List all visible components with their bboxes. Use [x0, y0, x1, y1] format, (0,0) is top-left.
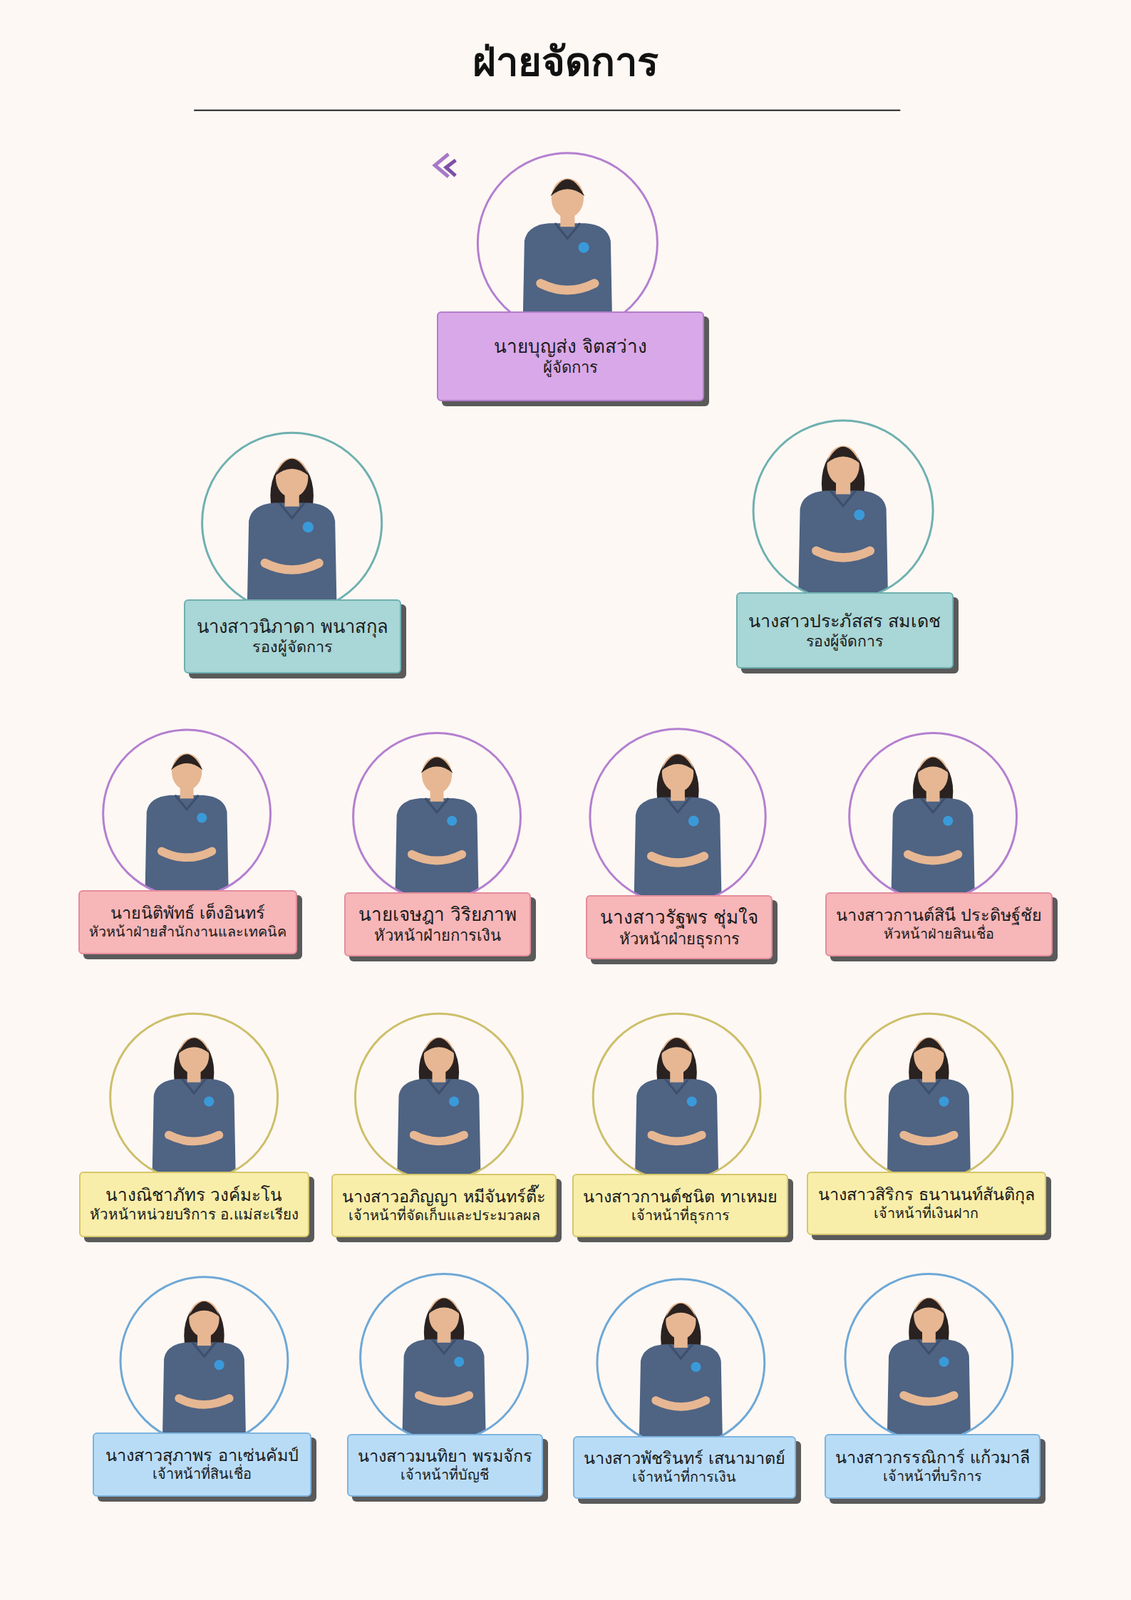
position-title: หัวหน้าฝ่ายธุรการ — [619, 929, 740, 950]
person-label-box: นางสาวรัฐพร ชุ่มใจหัวหน้าฝ่ายธุรการ — [585, 895, 773, 960]
person-name: นายนิติพัทธ์ เต็งอินทร์ — [110, 902, 266, 924]
position-title: รองผู้จัดการ — [806, 632, 883, 652]
position-title: เจ้าหน้าที่การเงิน — [632, 1468, 737, 1487]
position-title: เจ้าหน้าที่ธุรการ — [631, 1207, 730, 1226]
title-rule — [193, 109, 901, 112]
person-name: นางณิชาภัทร วงค์มะโน — [105, 1184, 283, 1206]
chart-title: ฝ่ายจัดการ — [0, 29, 1131, 94]
person-label-box: นางสาวมนทิยา พรมจักรเจ้าหน้าที่บัญชี — [347, 1433, 543, 1496]
person-name: นางสาวนิภาดา พนาสกุล — [196, 615, 389, 639]
person-name: นายเจษฎา วิริยภาพ — [358, 902, 517, 927]
position-title: เจ้าหน้าที่บริการ — [882, 1468, 983, 1486]
portrait-photo — [202, 432, 382, 613]
person-label-box: นางสาวกรรณิการ์ แก้วมาลีเจ้าหน้าที่บริกา… — [824, 1433, 1041, 1499]
portrait-photo — [849, 732, 1017, 901]
person-label-box: นางสาวกานต์ชนิต ทาเหมยเจ้าหน้าที่ธุรการ — [572, 1173, 788, 1238]
person-name: นางสาวกานต์สินี ประดิษฐ์ชัย — [835, 905, 1042, 926]
position-title: เจ้าหน้าที่เงินฝาก — [873, 1205, 979, 1223]
portrait-photo — [753, 420, 933, 601]
person-label-box: นางสาวนิภาดา พนาสกุลรองผู้จัดการ — [183, 599, 402, 675]
position-title: เจ้าหน้าที่สินเชื่อ — [152, 1465, 252, 1484]
position-title: หัวหน้าฝ่ายการเงิน — [374, 925, 502, 946]
portrait-photo — [360, 1274, 529, 1442]
person-name: นางสาวประภัสสร สมเดช — [748, 610, 941, 633]
portrait-photo — [845, 1013, 1013, 1181]
person-name: นางสาวกรรณิการ์ แก้วมาลี — [835, 1447, 1030, 1469]
person-label-box: นายนิติพัทธ์ เต็งอินทร์หัวหน้าฝ่ายสำนักง… — [78, 890, 298, 955]
chevron-icon — [434, 155, 454, 177]
person-label-box: นางสาวพัชรินทร์ เสนามาตย์เจ้าหน้าที่การเ… — [572, 1436, 797, 1499]
position-title: หัวหน้าฝ่ายสำนักงานและเทคนิค — [89, 923, 287, 942]
person-label-box: นางสาวสิริกร ธนานนท์สันติกุลเจ้าหน้าที่เ… — [806, 1171, 1047, 1236]
person-name: นางสาวกานต์ชนิต ทาเหมย — [582, 1186, 777, 1208]
portrait-photo — [597, 1279, 765, 1447]
person-name: นางสาวอภิญญา หมีจันทร์ตี๊ะ — [342, 1186, 546, 1208]
person-name: นางสาวสุภาพร อาเซ่นคัมป์ — [105, 1445, 298, 1466]
person-label-box: นายบุญส่ง จิตสว่างผู้จัดการ — [436, 311, 705, 402]
person-label-box: นางสาวอภิญญา หมีจันทร์ตี๊ะเจ้าหน้าที่จัด… — [331, 1173, 556, 1238]
person-label-box: นางสาวประภัสสร สมเดชรองผู้จัดการ — [736, 592, 954, 669]
person-name: นางสาวรัฐพร ชุ่มใจ — [600, 905, 759, 930]
person-name: นางสาวพัชรินทร์ เสนามาตย์ — [583, 1448, 786, 1469]
person-label-box: นางณิชาภัทร วงค์มะโนหัวหน้าหน่วยบริการ อ… — [79, 1171, 310, 1238]
portrait-photo — [120, 1277, 288, 1445]
portrait-photo — [110, 1013, 278, 1181]
person-name: นางสาวมนทิยา พรมจักร — [357, 1445, 532, 1467]
person-name: นายบุญส่ง จิตสว่าง — [493, 334, 648, 359]
portrait-photo — [590, 729, 766, 905]
position-title: เจ้าหน้าที่บัญชี — [400, 1466, 489, 1485]
portrait-photo — [477, 153, 658, 333]
person-name: นางสาวสิริกร ธนานนท์สันติกุล — [818, 1184, 1035, 1206]
portrait-photo — [592, 1013, 761, 1181]
person-label-box: นางสาวสุภาพร อาเซ่นคัมป์เจ้าหน้าที่สินเช… — [92, 1432, 312, 1497]
portrait-photo — [103, 729, 271, 898]
portrait-photo — [845, 1274, 1013, 1442]
position-title: หัวหน้าหน่วยบริการ อ.แม่สะเรียง — [89, 1205, 299, 1225]
position-title: ผู้จัดการ — [543, 357, 598, 378]
portrait-photo — [353, 732, 521, 901]
position-title: เจ้าหน้าที่จัดเก็บและประมวลผล — [348, 1207, 541, 1226]
position-title: รองผู้จัดการ — [252, 637, 333, 658]
portrait-photo — [354, 1013, 523, 1181]
position-title: หัวหน้าฝ่ายสินเชื่อ — [883, 925, 995, 944]
person-label-box: นายเจษฎา วิริยภาพหัวหน้าฝ่ายการเงิน — [344, 892, 531, 957]
person-label-box: นางสาวกานต์สินี ประดิษฐ์ชัยหัวหน้าฝ่ายสิ… — [825, 892, 1053, 957]
